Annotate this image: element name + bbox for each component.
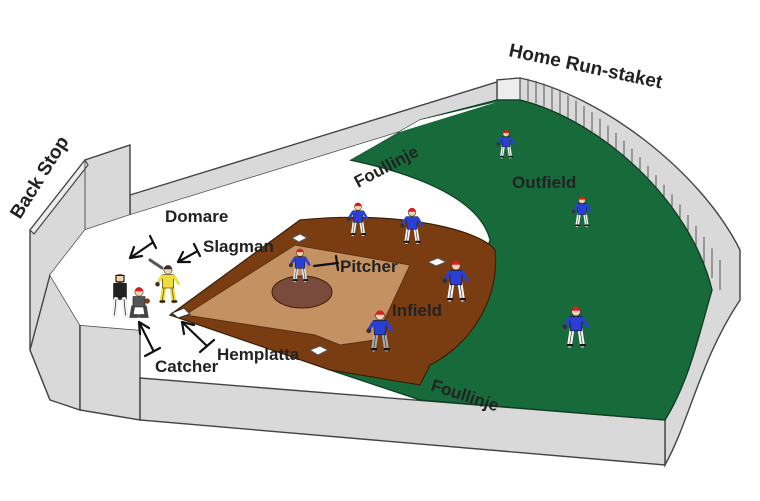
outfielder-center xyxy=(496,130,515,159)
label-pitcher: Pitcher xyxy=(340,257,398,276)
pitcher-figure xyxy=(288,248,311,283)
outfielder-left xyxy=(571,196,592,228)
infielder-shortstop xyxy=(346,202,369,237)
arrow-home-plate xyxy=(180,320,216,354)
catcher-figure xyxy=(129,287,150,318)
pitchers-mound xyxy=(271,275,333,309)
home-plate xyxy=(171,307,191,319)
bat xyxy=(148,258,164,270)
second-base xyxy=(290,233,309,243)
infielder-first xyxy=(442,260,469,302)
outfielder-right xyxy=(562,306,589,348)
label-umpire: Domare xyxy=(165,207,228,226)
label-batter: Slagman xyxy=(203,237,274,256)
infielder-second xyxy=(400,207,424,244)
arrow-pitcher xyxy=(312,254,340,272)
label-infield: Infield xyxy=(392,301,442,320)
label-home-plate: Hemplatta xyxy=(217,345,300,364)
batter-figure xyxy=(155,265,180,304)
foul-territory-left xyxy=(50,102,497,330)
arrow-umpire xyxy=(128,234,158,260)
label-catcher: Catcher xyxy=(155,357,219,376)
third-base xyxy=(308,345,330,356)
arrow-batter xyxy=(176,242,202,264)
label-outfield: Outfield xyxy=(512,173,576,192)
arrow-catcher xyxy=(137,320,162,358)
backstop-wall xyxy=(29,144,141,421)
first-base xyxy=(426,257,448,267)
umpire-figure xyxy=(111,273,129,318)
infielder-third xyxy=(366,310,393,352)
